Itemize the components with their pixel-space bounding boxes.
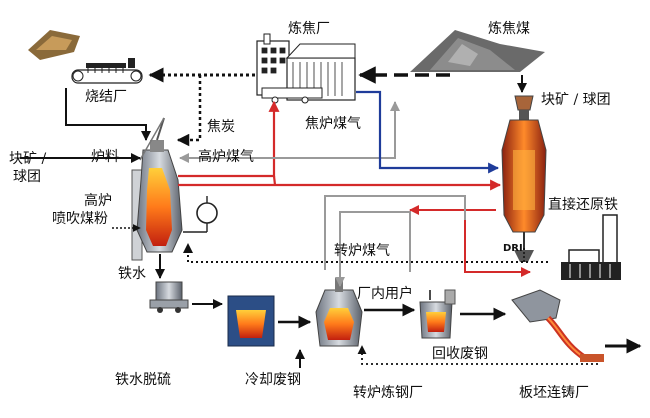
dri-shaft-furnace [501, 95, 547, 262]
label-sinter-plant: 烧结厂 [85, 89, 127, 105]
label-pci-2: 喷吹煤粉 [52, 211, 108, 227]
label-bof-gas: 转炉煤气 [334, 243, 390, 259]
label-coking-coal: 炼焦煤 [488, 21, 530, 37]
label-scrap-recycle: 回收废钢 [432, 346, 488, 362]
label-bof-plant: 转炉炼钢厂 [353, 385, 423, 401]
label-bf-gas: 高炉煤气 [198, 149, 254, 165]
label-ore-pellets-left-2: 球团 [13, 169, 41, 185]
label-ore-pellets-right: 块矿 / 球团 [541, 92, 611, 108]
label-hot-metal: 铁水 [118, 266, 146, 282]
label-coke: 焦炭 [207, 119, 235, 135]
bof-converter [315, 278, 363, 347]
sinter-plant [28, 30, 143, 84]
coking-coal-pile [410, 30, 545, 72]
blast-furnace [131, 117, 218, 261]
label-cooling-scrap: 冷却废钢 [245, 372, 301, 388]
dri-plant-icon [561, 214, 621, 280]
label-dri-short: DRI [503, 243, 523, 254]
label-burden: 炉料 [91, 149, 119, 165]
label-dri: 直接还原铁 [548, 197, 618, 213]
continuous-caster [511, 289, 604, 362]
label-pci-1: 高炉 [84, 193, 112, 209]
label-coke-plant: 炼焦厂 [288, 21, 330, 37]
label-coke-oven-gas: 焦炉煤气 [305, 116, 361, 132]
hot-metal-ladle [227, 295, 275, 347]
label-inplant-users: 厂内用户 [357, 286, 413, 302]
desulfurization-station [149, 281, 189, 313]
label-slab-caster: 板坯连铸厂 [519, 385, 589, 401]
label-hm-desulf: 铁水脱硫 [115, 372, 171, 388]
secondary-metallurgy-ladle [419, 289, 456, 339]
coke-plant-building [256, 33, 356, 104]
label-ore-pellets-left-1: 块矿 / [9, 151, 47, 167]
